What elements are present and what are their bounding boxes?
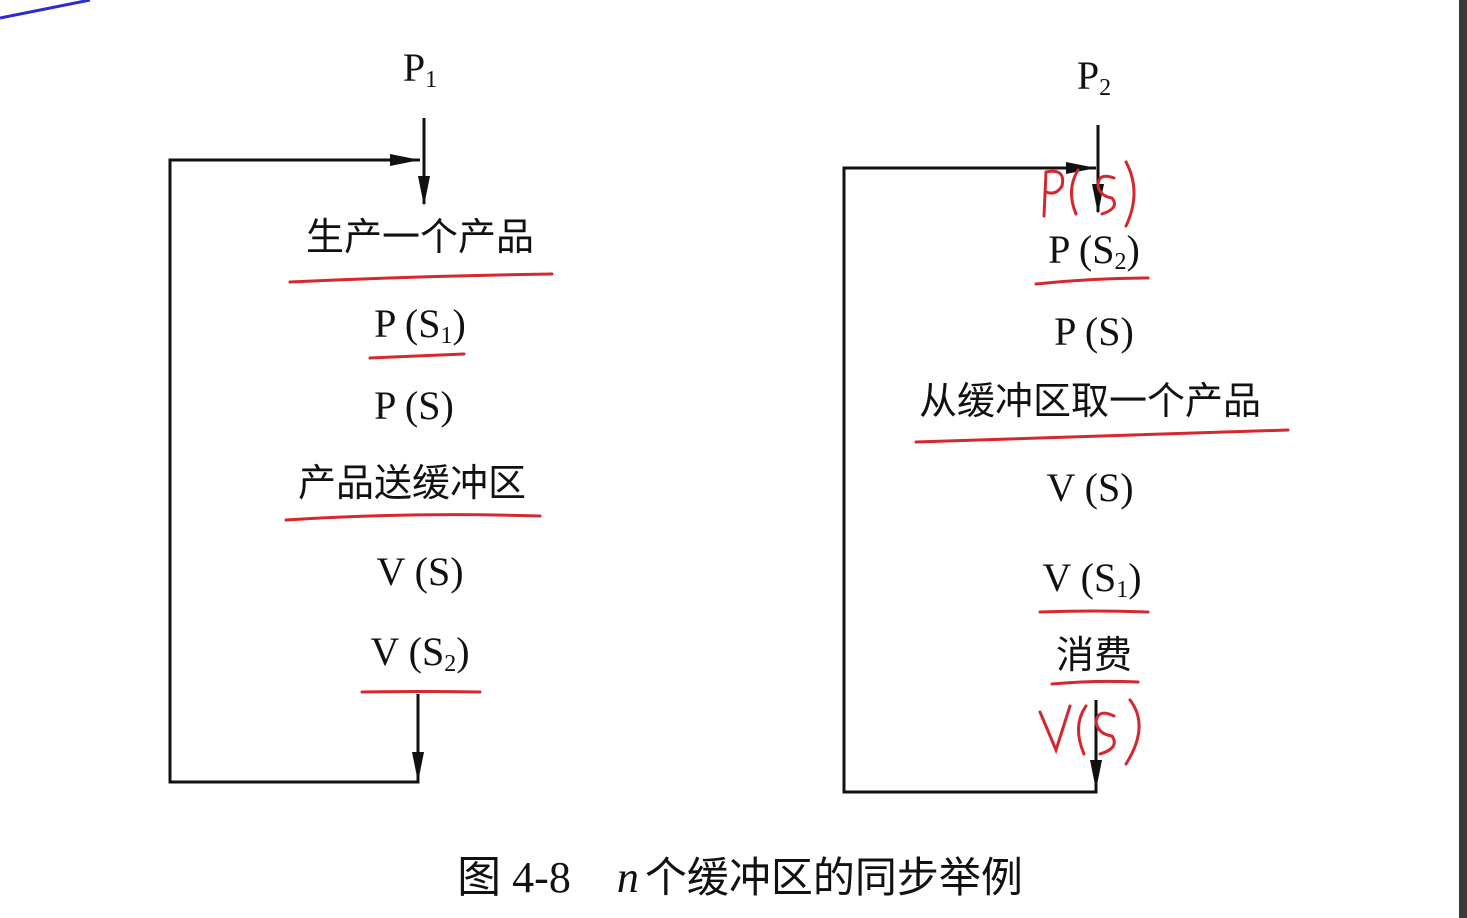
consumer-title-letter: P xyxy=(1076,53,1100,98)
consumer-flow-lines xyxy=(842,125,1104,794)
producer-step-2-text: P (S xyxy=(374,301,441,346)
consumer-step-6: 消费 xyxy=(1056,636,1132,674)
producer-step-4-text: 产品送缓冲区 xyxy=(297,461,527,505)
consumer-step-2-text: P (S) xyxy=(1054,309,1134,354)
consumer-step-5-tail: ) xyxy=(1128,555,1142,600)
caption-n: n xyxy=(616,853,639,902)
producer-step-6-tail: ) xyxy=(456,629,470,674)
producer-step-3-text: P (S) xyxy=(374,383,454,428)
producer-step-2: P (S1) xyxy=(374,301,466,349)
consumer-step-3-text: 从缓冲区取一个产品 xyxy=(918,379,1262,423)
consumer-step-4-text: V (S) xyxy=(1046,465,1134,510)
producer-step-4: 产品送缓冲区 xyxy=(298,464,526,502)
consumer-step-5-sub: 1 xyxy=(1116,577,1129,603)
producer-step-3: P (S) xyxy=(374,386,454,426)
consumer-underlines xyxy=(914,276,1290,686)
producer-title-letter: P xyxy=(402,45,426,90)
consumer-step-1: P (S2) xyxy=(1048,227,1140,275)
consumer-title: P2 xyxy=(1076,53,1112,101)
window-edge xyxy=(1459,0,1467,918)
producer-step-2-sub: 1 xyxy=(440,323,453,349)
producer-step-6-text: V (S xyxy=(370,629,445,674)
consumer-step-4: V (S) xyxy=(1046,468,1133,508)
consumer-step-5: V (S1) xyxy=(1042,555,1142,603)
producer-step-5-text: V (S) xyxy=(376,549,464,594)
producer-title: P1 xyxy=(402,45,438,93)
producer-step-6-sub: 2 xyxy=(444,651,457,677)
producer-step-2-tail: ) xyxy=(452,301,466,346)
producer-step-1: 生产一个产品 xyxy=(306,218,534,256)
producer-step-6: V (S2) xyxy=(370,629,470,677)
consumer-step-1-text: P (S xyxy=(1048,227,1115,272)
producer-step-1-text: 生产一个产品 xyxy=(305,215,535,259)
consumer-step-1-sub: 2 xyxy=(1114,249,1127,275)
caption-label: 图 4-8 xyxy=(457,853,571,902)
consumer-step-5-text: V (S xyxy=(1042,555,1117,600)
consumer-step-3: 从缓冲区取一个产品 xyxy=(919,382,1261,420)
caption-text: 个缓冲区的同步举例 xyxy=(644,853,1023,902)
producer-title-sub: 1 xyxy=(425,67,438,93)
handwritten-v-s-bottom xyxy=(1038,698,1141,766)
producer-step-5: V (S) xyxy=(376,552,463,592)
consumer-step-1-tail: ) xyxy=(1126,227,1140,272)
consumer-step-6-text: 消费 xyxy=(1055,633,1133,677)
handwritten-p-s-top xyxy=(1042,160,1136,228)
consumer-step-2: P (S) xyxy=(1054,312,1134,352)
consumer-title-sub: 2 xyxy=(1099,75,1112,101)
producer-underlines xyxy=(284,272,554,694)
producer-flow-lines xyxy=(168,118,430,784)
blue-pen-stroke xyxy=(0,0,91,20)
